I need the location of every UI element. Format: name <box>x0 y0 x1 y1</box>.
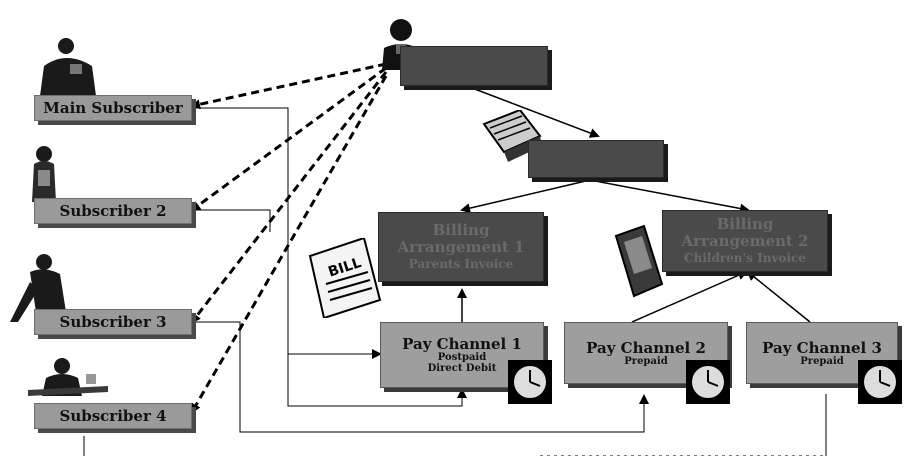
bill-document-icon: BILL <box>306 238 382 322</box>
billing-line2: Arrangement 2 <box>681 233 808 250</box>
person-desk-icon <box>28 356 108 406</box>
person-phone-icon <box>30 36 100 100</box>
pay-channel-method: Direct Debit <box>428 363 497 374</box>
billing-line1: Billing <box>433 222 490 239</box>
billing-line3: Children's Invoice <box>684 250 806 267</box>
billing-line3: Parents Invoice <box>409 256 513 273</box>
clock-icon <box>508 360 552 408</box>
billing-arrangement-2[interactable]: Billing Arrangement 2 Children's Invoice <box>662 210 828 272</box>
pay-channel-title: Pay Channel 2 <box>586 340 706 356</box>
subscriber-label: Subscriber 4 <box>60 407 167 425</box>
clock-icon <box>858 360 902 408</box>
account-box[interactable] <box>400 46 548 86</box>
pay-channel-title: Pay Channel 1 <box>402 336 522 352</box>
pay-channel-type: Prepaid <box>800 356 843 367</box>
mobile-phone-icon <box>612 224 666 302</box>
person-standing-icon <box>22 144 66 206</box>
billing-arrangement-1[interactable]: Billing Arrangement 1 Parents Invoice <box>378 212 544 282</box>
subscriber-label: Main Subscriber <box>43 99 183 117</box>
pay-channel-title: Pay Channel 3 <box>762 340 882 356</box>
billing-line1: Billing <box>717 216 774 233</box>
subscriber-label: Subscriber 2 <box>60 202 167 220</box>
subscriber-box-main[interactable]: Main Subscriber <box>34 95 192 121</box>
subscriber-label: Subscriber 3 <box>60 313 167 331</box>
subscriber-box-3[interactable]: Subscriber 3 <box>34 309 192 335</box>
clock-icon <box>686 360 730 408</box>
subscriber-box-4[interactable]: Subscriber 4 <box>34 403 192 429</box>
invoice-box[interactable] <box>528 140 664 178</box>
pay-channel-type: Postpaid <box>438 352 486 363</box>
subscriber-box-2[interactable]: Subscriber 2 <box>34 198 192 224</box>
billing-line2: Arrangement 1 <box>397 239 524 256</box>
pay-channel-type: Prepaid <box>624 356 667 367</box>
